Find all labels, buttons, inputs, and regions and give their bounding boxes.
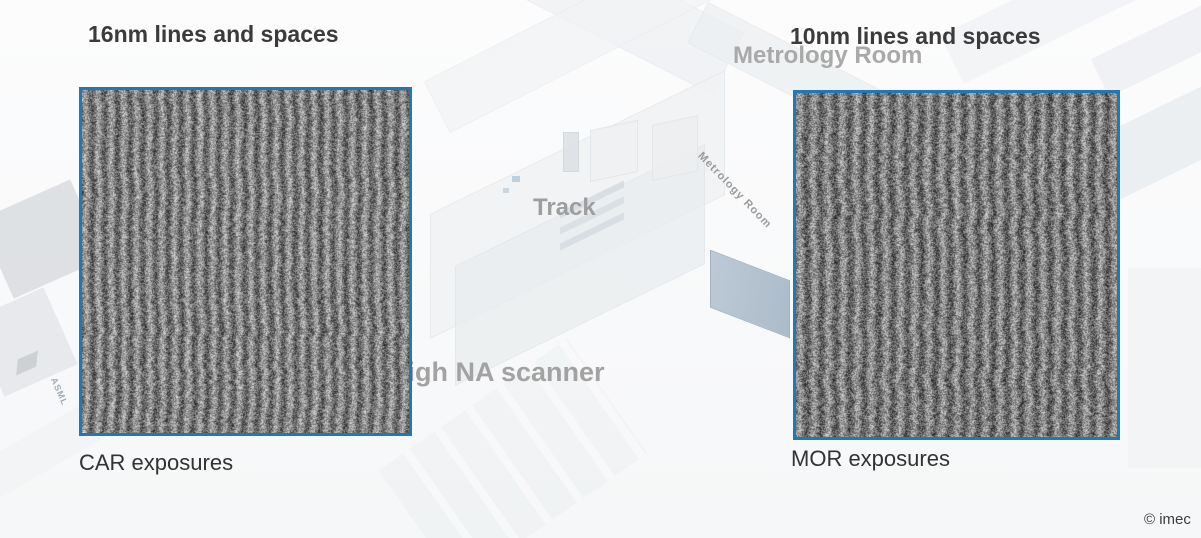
bg-glass-partition xyxy=(710,250,790,339)
bg-door xyxy=(563,132,579,172)
sem-image-16nm xyxy=(82,90,409,433)
bg-machine-detail xyxy=(512,176,520,182)
bg-wall-shape xyxy=(0,287,78,396)
bg-machine-detail xyxy=(560,180,624,218)
bg-machine-detail xyxy=(503,188,509,193)
bg-wall-shape xyxy=(16,350,38,375)
sem-title-16nm: 16nm lines and spaces xyxy=(88,21,339,48)
bg-floor-patch xyxy=(1128,268,1201,468)
metrology-room-wall-label: Metrology Room xyxy=(695,150,774,231)
asml-label: ASML xyxy=(49,376,70,407)
bg-cabinet xyxy=(590,120,638,182)
sem-caption-mor: MOR exposures xyxy=(791,446,950,472)
sem-image-frame-16nm xyxy=(79,87,412,436)
sem-caption-car: CAR exposures xyxy=(79,450,233,476)
bg-wall-shape xyxy=(424,0,727,133)
bg-track-machine xyxy=(430,70,725,339)
bg-cabinet xyxy=(652,115,698,181)
sem-title-10nm: 10nm lines and spaces xyxy=(790,23,1041,50)
high-na-scanner-label: High NA scanner xyxy=(388,357,605,388)
bg-scanner-machine xyxy=(455,144,705,386)
bg-wall-shape xyxy=(490,0,745,95)
sem-image-10nm xyxy=(796,93,1117,437)
imec-copyright: © imec xyxy=(1144,511,1191,528)
bg-machine-detail xyxy=(560,196,624,234)
track-label: Track xyxy=(533,194,596,222)
bg-wall-shape xyxy=(1091,0,1201,97)
bg-machine-detail xyxy=(560,212,624,250)
bg-wall-panels xyxy=(379,339,648,538)
sem-image-frame-10nm xyxy=(793,90,1120,440)
